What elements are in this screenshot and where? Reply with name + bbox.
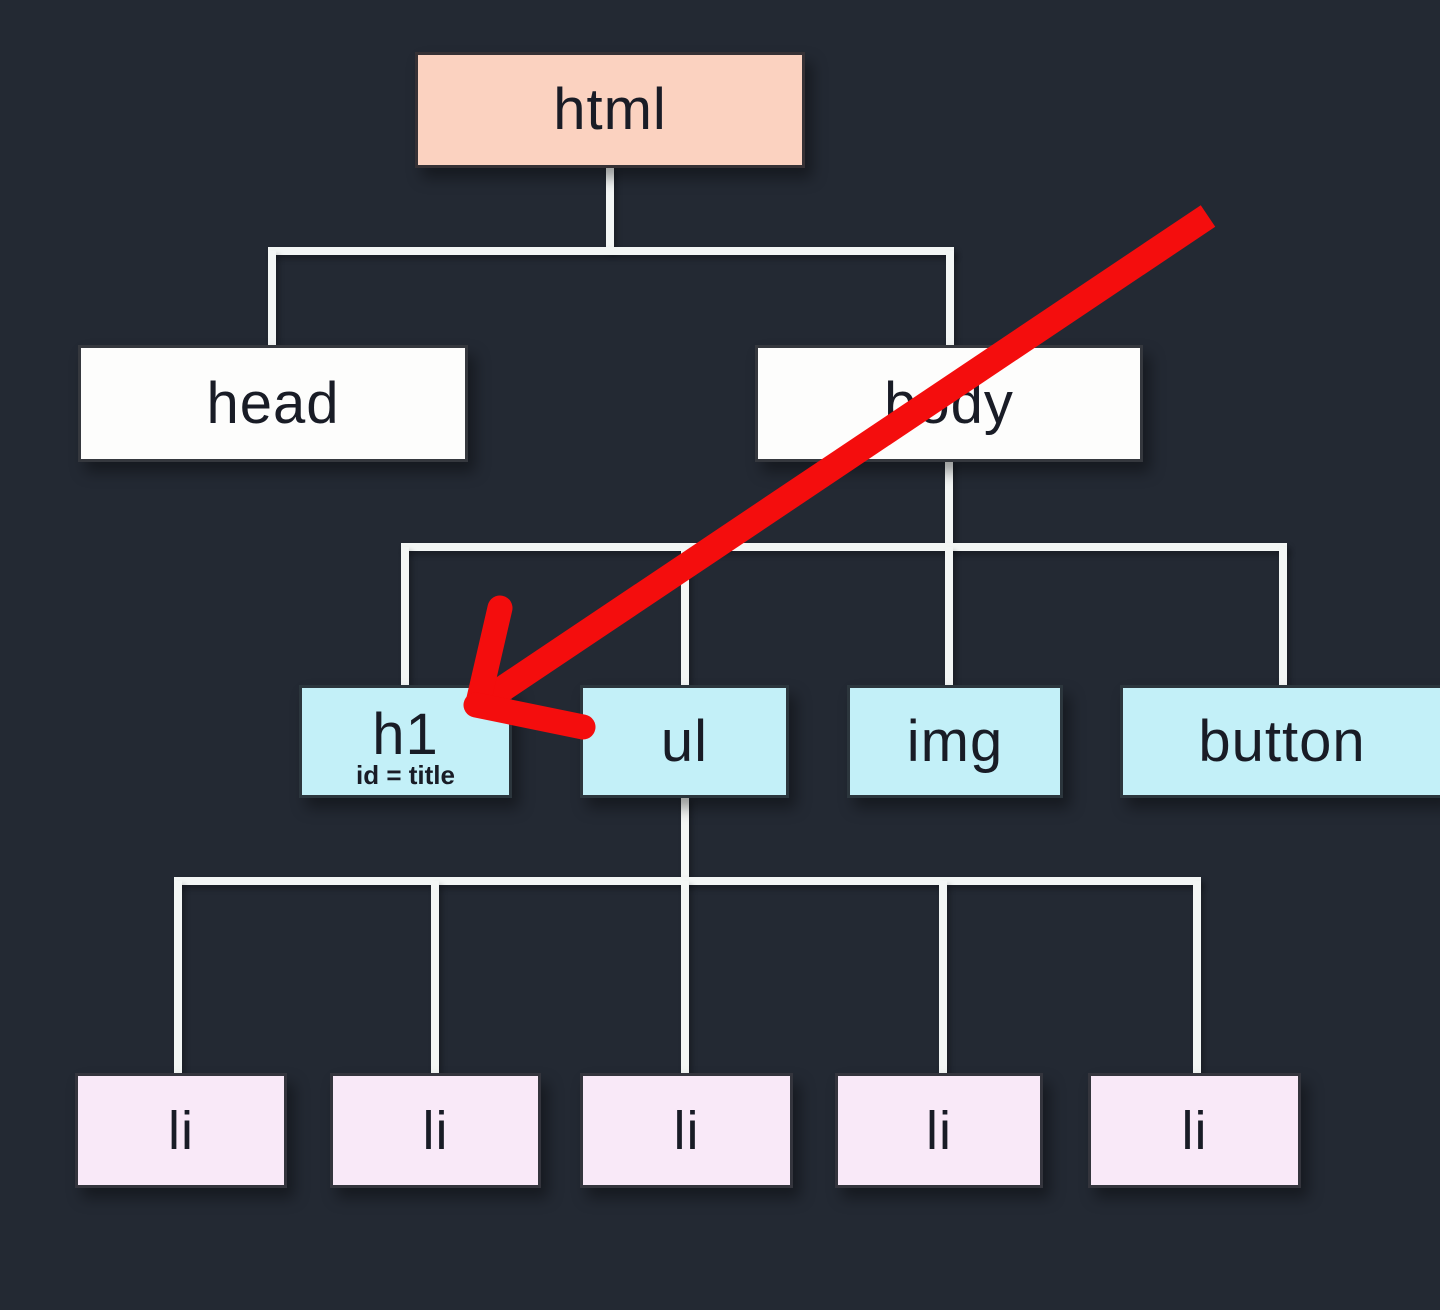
edge-ul-li4 [939,881,947,1075]
node-li-3-label: li [673,1100,700,1161]
node-ul: ul [580,685,789,798]
node-body: body [755,345,1143,462]
edge-ul-li5 [1193,881,1201,1075]
edge-body-stem [945,460,953,548]
node-img-label: img [906,708,1004,774]
edge-html-stem [606,166,614,251]
node-h1: h1 id = title [299,685,512,798]
edge-level3-bus [401,543,1287,551]
node-button: button [1120,685,1440,798]
node-li-1: li [75,1073,287,1188]
node-li-5: li [1088,1073,1301,1188]
edge-body-ul [681,547,689,687]
edge-html-body [946,251,954,347]
edge-ul-li1 [174,881,182,1075]
node-ul-label: ul [660,708,709,774]
node-html: html [415,52,805,168]
node-head: head [78,345,468,462]
node-h1-label: h1 [372,701,439,767]
node-li-1-label: li [168,1100,194,1161]
node-h1-id-annotation: id = title [356,760,455,790]
node-body-label: body [884,370,1014,436]
node-img: img [847,685,1063,798]
node-button-label: button [1198,708,1366,774]
node-li-2-label: li [422,1100,449,1161]
edge-level2-bus [268,247,954,255]
edge-ul-stem [681,796,689,882]
edge-ul-li3 [681,881,689,1075]
edge-html-head [268,251,276,347]
edge-body-img [945,547,953,687]
node-li-4-label: li [926,1100,952,1161]
node-li-4: li [835,1073,1043,1188]
node-li-5-label: li [1181,1100,1208,1161]
node-head-label: head [206,370,340,436]
edge-body-h1 [401,547,409,687]
edge-ul-li2 [431,881,439,1075]
node-html-label: html [553,77,667,142]
node-li-3: li [580,1073,793,1188]
node-li-2: li [330,1073,541,1188]
edge-body-button [1279,547,1287,687]
